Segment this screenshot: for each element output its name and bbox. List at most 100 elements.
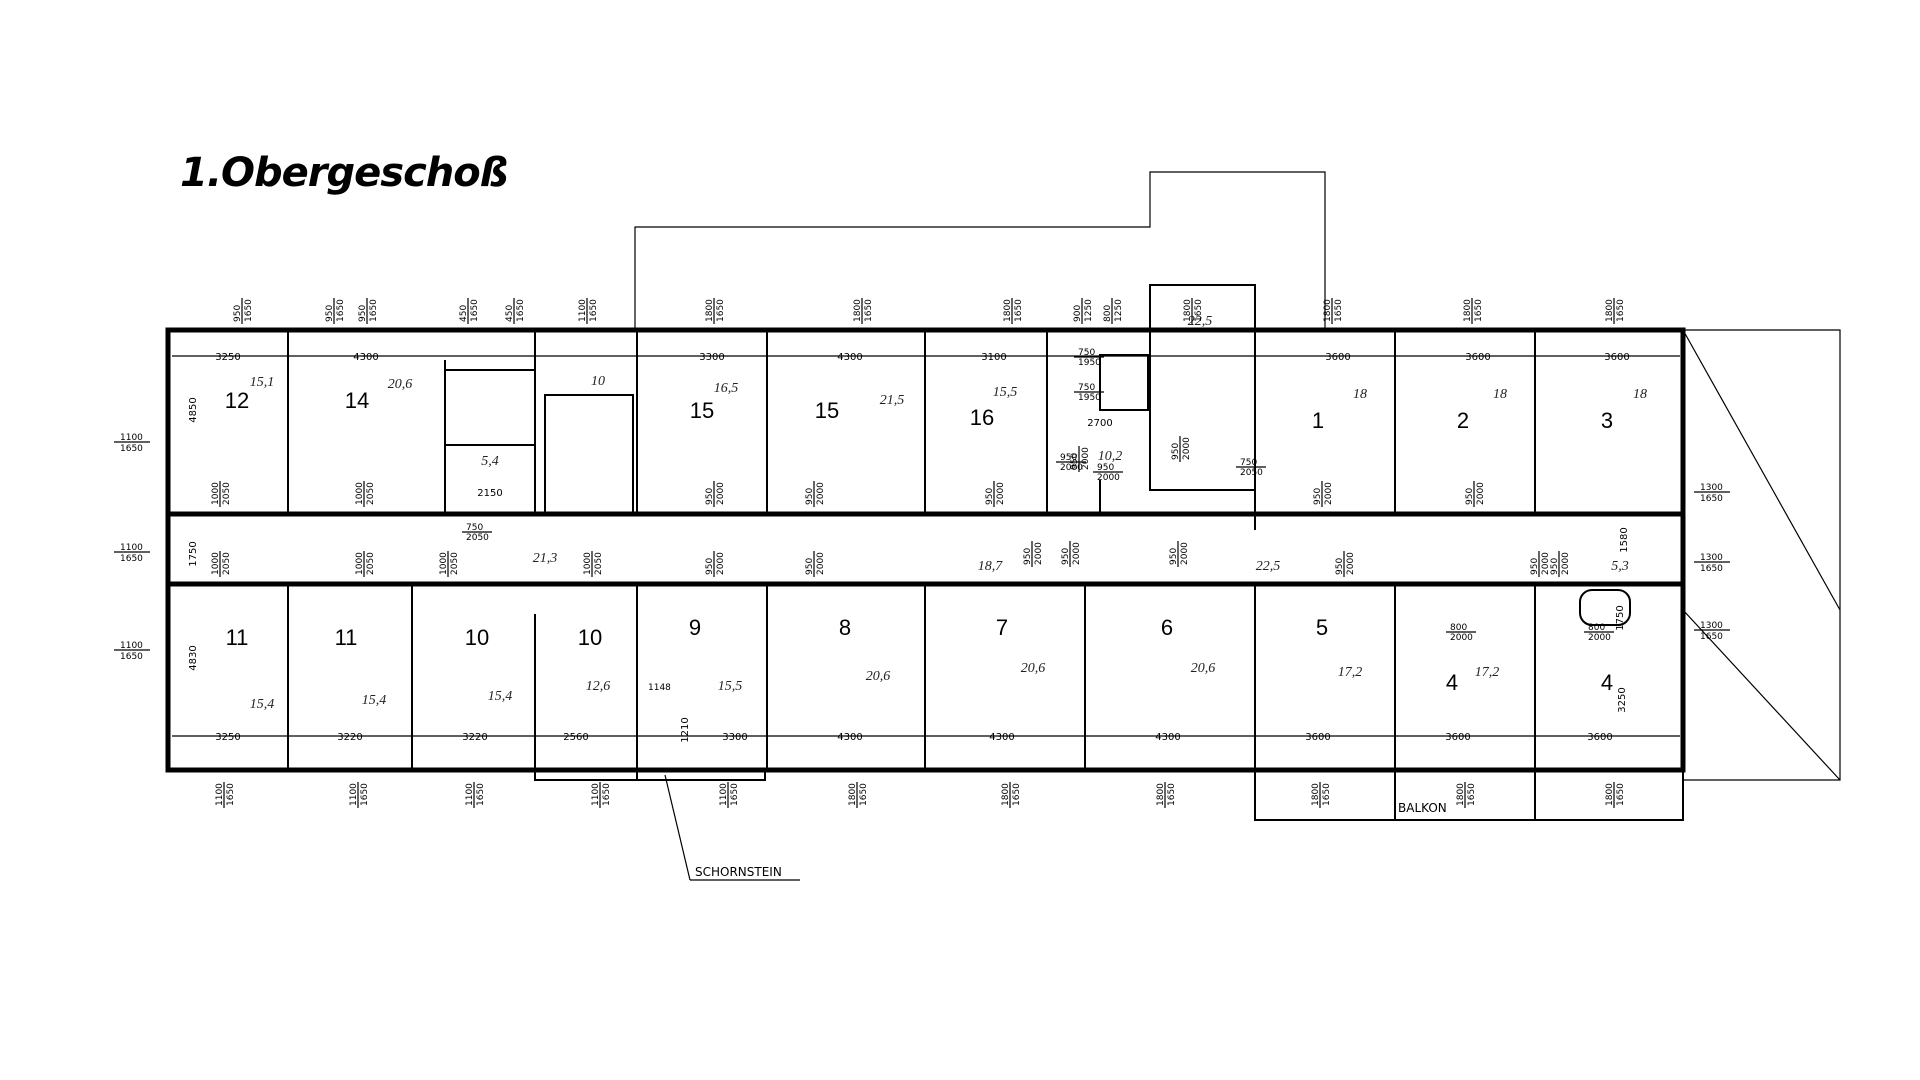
svg-text:1650: 1650 (1700, 564, 1723, 574)
svg-text:950: 950 (1530, 558, 1540, 575)
room-area: 16,5 (714, 381, 739, 396)
misc-area-corridor-right: 22,5 (1256, 559, 1281, 574)
svg-text:1650: 1650 (1322, 783, 1332, 806)
balcony-label: BALKON (1398, 801, 1447, 815)
small-dim: 2150 (477, 488, 502, 499)
svg-text:2000: 2000 (816, 552, 826, 575)
misc-area-wc: 5,4 (481, 454, 499, 469)
misc-area-corridor-mid: 18,7 (978, 559, 1004, 574)
svg-text:1800: 1800 (1605, 299, 1615, 322)
walls (165, 171, 1841, 821)
svg-text:950: 950 (358, 305, 368, 322)
svg-text:950: 950 (233, 305, 243, 322)
svg-text:2050: 2050 (466, 533, 489, 543)
svg-text:2000: 2000 (996, 482, 1006, 505)
misc-area-corridor-left: 21,3 (533, 551, 558, 566)
room-number: 4 (1601, 670, 1613, 695)
stair-dim-label: 1148 (648, 683, 671, 693)
svg-text:2000: 2000 (1180, 542, 1190, 565)
svg-text:1650: 1650 (1012, 783, 1022, 806)
svg-text:950: 950 (1169, 548, 1179, 565)
svg-text:1650: 1650 (244, 299, 254, 322)
svg-text:1100: 1100 (465, 783, 475, 806)
svg-text:1800: 1800 (1001, 783, 1011, 806)
small-dim: 4850 (188, 397, 199, 422)
small-dim: 3250 (1617, 687, 1628, 712)
svg-text:950: 950 (705, 558, 715, 575)
room-area: 12,6 (586, 679, 611, 694)
room-width-dim: 3600 (1445, 732, 1470, 743)
svg-text:950: 950 (1070, 453, 1080, 470)
svg-text:2050: 2050 (450, 552, 460, 575)
svg-text:2050: 2050 (594, 552, 604, 575)
svg-text:1650: 1650 (1616, 783, 1626, 806)
svg-text:2000: 2000 (1182, 437, 1192, 460)
room-number: 6 (1161, 615, 1173, 640)
svg-text:1650: 1650 (516, 299, 526, 322)
svg-text:2000: 2000 (1588, 633, 1611, 643)
room-area: 15,4 (488, 689, 513, 704)
svg-text:1650: 1650 (369, 299, 379, 322)
chimney-label: SCHORNSTEIN (695, 865, 782, 879)
svg-text:1100: 1100 (215, 783, 225, 806)
svg-text:2050: 2050 (366, 552, 376, 575)
room-width-dim: 3600 (1587, 732, 1612, 743)
small-dim: 1750 (1615, 605, 1626, 630)
room-width-dim: 3600 (1325, 352, 1350, 363)
svg-text:2050: 2050 (366, 482, 376, 505)
room-area: 20,6 (388, 377, 413, 392)
svg-text:2000: 2000 (716, 482, 726, 505)
svg-text:1000: 1000 (439, 552, 449, 575)
room-number: 11 (335, 625, 358, 650)
svg-text:950: 950 (1060, 453, 1077, 463)
svg-text:1950: 1950 (1078, 358, 1101, 368)
small-dim: 1750 (188, 541, 199, 566)
svg-text:1100: 1100 (591, 783, 601, 806)
small-dim: 4830 (188, 645, 199, 670)
svg-text:1000: 1000 (211, 482, 221, 505)
small-dim: 2700 (1087, 418, 1112, 429)
svg-text:1000: 1000 (355, 482, 365, 505)
room-width-dim: 2560 (563, 732, 588, 743)
svg-text:1650: 1650 (120, 444, 143, 454)
svg-text:950: 950 (1023, 548, 1033, 565)
svg-text:1650: 1650 (1334, 299, 1344, 322)
room-number: 14 (345, 388, 369, 413)
room-area: 18 (1353, 387, 1367, 402)
svg-text:2000: 2000 (1561, 552, 1571, 575)
room-area: 20,6 (1191, 661, 1216, 676)
room-width-dim: 3220 (462, 732, 487, 743)
svg-text:950: 950 (1171, 443, 1181, 460)
svg-text:2000: 2000 (1072, 542, 1082, 565)
svg-text:1800: 1800 (705, 299, 715, 322)
room-width-dim: 3300 (699, 352, 724, 363)
svg-text:1100: 1100 (719, 783, 729, 806)
svg-text:1650: 1650 (730, 783, 740, 806)
room-width-dim: 3220 (337, 732, 362, 743)
svg-text:1800: 1800 (1605, 783, 1615, 806)
svg-text:2000: 2000 (1081, 447, 1091, 470)
room-width-dim: 3600 (1465, 352, 1490, 363)
misc-area-stair-right: 22,5 (1188, 314, 1213, 329)
